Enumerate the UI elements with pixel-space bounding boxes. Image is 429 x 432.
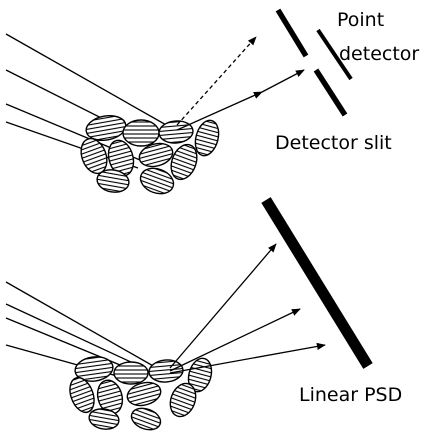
grain xyxy=(169,382,197,418)
linear-psd-label: Linear PSD xyxy=(299,384,402,406)
detector-slit-label: Detector slit xyxy=(275,132,392,154)
diffracted-beam-dashed xyxy=(176,36,257,126)
detector-label: detector xyxy=(339,43,419,65)
powder-sample-top xyxy=(80,114,220,195)
top-panel: Point detector Detector slit xyxy=(5,8,419,195)
grain xyxy=(138,142,174,168)
grain xyxy=(148,359,184,383)
linear-psd-detector xyxy=(261,197,373,369)
grain xyxy=(88,408,120,430)
grain xyxy=(130,407,162,431)
diffracted-beam-to-psd xyxy=(169,342,326,374)
diffracted-beam-through-slit xyxy=(261,69,305,93)
detector-slit-blade-lower xyxy=(313,68,348,117)
grain xyxy=(194,119,220,157)
diffracted-beam-to-psd xyxy=(169,243,277,369)
grain xyxy=(74,356,114,382)
incident-beam xyxy=(5,344,136,382)
diffracted-beam-to-psd xyxy=(169,308,301,372)
point-detector xyxy=(316,28,353,81)
diffracted-beam-to-slit xyxy=(176,91,263,131)
incident-beam xyxy=(5,33,169,127)
grain xyxy=(69,376,95,414)
grain xyxy=(85,114,127,142)
grain xyxy=(96,169,130,193)
point-label: Point xyxy=(337,9,384,31)
powder-sample-bottom xyxy=(69,356,213,431)
bottom-panel: Linear PSD xyxy=(5,197,402,431)
grain xyxy=(113,361,149,385)
grain xyxy=(170,143,198,181)
grain xyxy=(122,119,160,147)
incident-beam xyxy=(5,303,149,371)
grain xyxy=(139,167,175,195)
grain xyxy=(126,381,162,407)
incident-beam xyxy=(5,281,156,368)
detector-slit-blade-upper xyxy=(275,8,309,58)
